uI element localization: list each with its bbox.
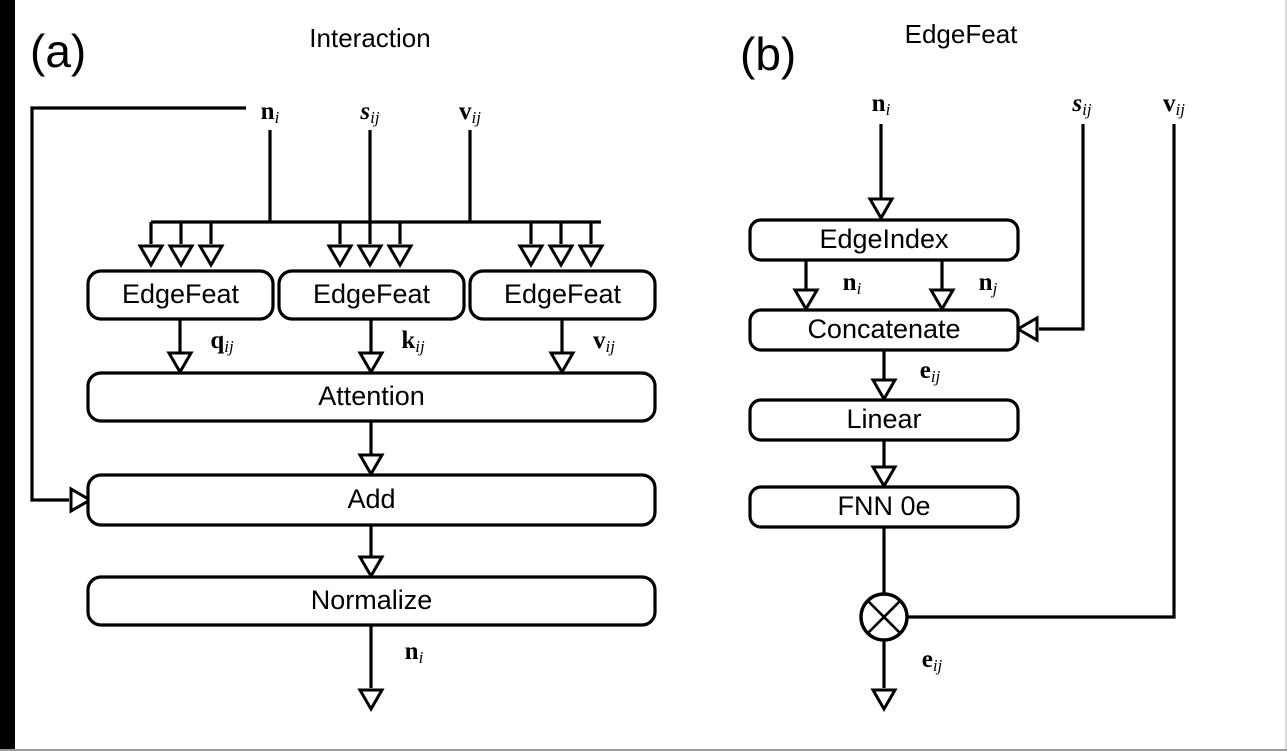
svg-text:qij: qij xyxy=(210,327,234,356)
panel-a-label-k-ij: kij xyxy=(401,327,425,356)
panel-b-v-ij-wire xyxy=(907,124,1176,619)
panel-a-letter: (a) xyxy=(30,25,86,77)
block-edgefeat-q[interactable]: EdgeFeat xyxy=(86,269,275,321)
svg-text:ni: ni xyxy=(261,98,280,127)
block-edgeindex-rect[interactable] xyxy=(748,218,1020,262)
svg-text:eij: eij xyxy=(922,646,943,675)
block-edgefeat-k-label: EdgeFeat xyxy=(313,279,431,309)
block-concatenate[interactable]: Concatenate xyxy=(748,308,1020,352)
svg-text:sij: sij xyxy=(1071,90,1091,119)
panel-a-input-s-ij: sij xyxy=(359,98,379,127)
svg-text:vij: vij xyxy=(1163,90,1185,119)
panel-b-concat-to-linear xyxy=(871,350,897,401)
panel-b-title: EdgeFeat xyxy=(905,19,1019,49)
block-attention[interactable]: Attention xyxy=(86,371,657,423)
block-add[interactable]: Add xyxy=(86,473,657,527)
block-linear-label: Linear xyxy=(846,404,921,434)
panel-a: (a) Interaction ni sij vij xyxy=(30,23,657,711)
panel-a-input-drops xyxy=(268,130,472,222)
svg-text:vij: vij xyxy=(593,327,615,356)
figure-right-border xyxy=(1285,0,1287,751)
panel-a-output-label-n-i: ni xyxy=(405,638,424,667)
left-gutter-band xyxy=(0,0,15,751)
block-normalize-label: Normalize xyxy=(311,585,433,615)
block-normalize[interactable]: Normalize xyxy=(86,575,657,627)
panel-a-residual-wire xyxy=(30,106,246,513)
svg-text:vij: vij xyxy=(459,98,481,127)
panel-b-label-n-i: ni xyxy=(843,269,862,298)
panel-b-n-i-wire xyxy=(868,124,894,220)
panel-b-output-wire xyxy=(871,640,897,711)
panel-b-input-s-ij: sij xyxy=(1071,90,1091,119)
panel-a-label-q-ij: qij xyxy=(210,327,234,356)
block-concatenate-label: Concatenate xyxy=(807,314,960,344)
panel-a-fanout-arrows xyxy=(138,222,604,267)
block-linear[interactable]: Linear xyxy=(748,398,1020,442)
block-edgefeat-v[interactable]: EdgeFeat xyxy=(468,269,657,321)
svg-text:ni: ni xyxy=(843,269,862,298)
block-edgeindex-label: EdgeIndex xyxy=(819,224,949,254)
panel-a-add-to-normalize xyxy=(358,525,384,578)
panel-b-linear-to-fnn xyxy=(871,440,897,488)
multiply-node[interactable] xyxy=(859,592,909,642)
panel-a-edgefeat-to-attention xyxy=(167,319,575,374)
block-attention-label: Attention xyxy=(318,381,425,411)
block-fnn-0e-label: FNN 0e xyxy=(837,491,930,521)
svg-text:kij: kij xyxy=(401,327,425,356)
panel-a-input-v-ij: vij xyxy=(459,98,481,127)
panel-b-output-label-e-ij: eij xyxy=(922,646,943,675)
panel-a-input-n-i: ni xyxy=(261,98,280,127)
figure-bottom-border xyxy=(0,749,1287,751)
panel-b-s-ij-wire xyxy=(1016,124,1085,342)
panel-b: (b) EdgeFeat ni sij vij xyxy=(740,19,1185,711)
panel-b-edgeindex-to-concat xyxy=(793,260,955,311)
panel-b-input-n-i: ni xyxy=(872,90,891,119)
block-edgeindex[interactable]: EdgeIndex xyxy=(748,218,1020,262)
svg-text:sij: sij xyxy=(359,98,379,127)
block-edgefeat-q-label: EdgeFeat xyxy=(122,279,240,309)
panel-a-label-v-ij: vij xyxy=(593,327,615,356)
block-edgefeat-k[interactable]: EdgeFeat xyxy=(277,269,466,321)
panel-b-label-e-ij-1: eij xyxy=(920,357,941,386)
block-edgefeat-v-label: EdgeFeat xyxy=(504,279,622,309)
block-fnn-0e[interactable]: FNN 0e xyxy=(748,485,1020,529)
panel-b-input-v-ij: vij xyxy=(1163,90,1185,119)
panel-a-title: Interaction xyxy=(309,23,430,53)
panel-a-attention-to-add xyxy=(358,421,384,476)
svg-text:ni: ni xyxy=(872,90,891,119)
panel-a-output-wire xyxy=(358,625,384,711)
panel-b-label-n-j: nj xyxy=(979,269,998,298)
svg-text:ni: ni xyxy=(405,638,424,667)
svg-text:eij: eij xyxy=(920,357,941,386)
panel-b-letter: (b) xyxy=(740,28,796,80)
svg-text:nj: nj xyxy=(979,269,998,298)
multiply-node-stroke-2 xyxy=(867,600,901,634)
block-add-label: Add xyxy=(347,484,395,514)
